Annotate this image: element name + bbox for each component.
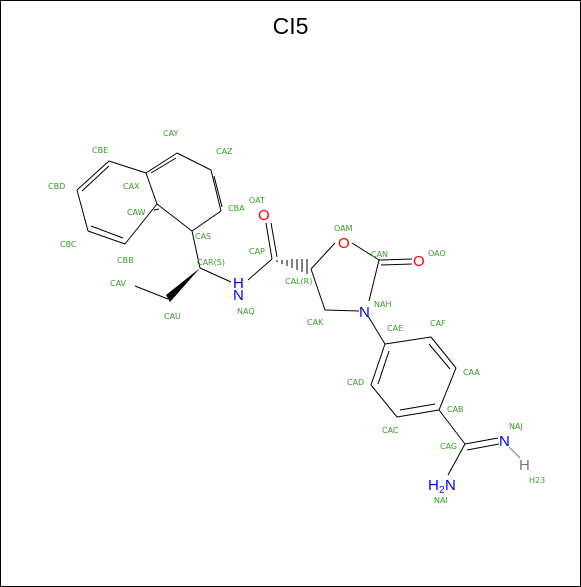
bond	[399, 403, 436, 411]
atom-label: CBB	[117, 256, 134, 265]
bond	[76, 189, 89, 232]
atom-label: CBD	[48, 182, 65, 191]
bond	[396, 409, 440, 418]
atom-label: NAH	[374, 300, 391, 309]
atom-label: OAM	[334, 224, 353, 233]
bond	[310, 242, 336, 270]
atom-label: CAG	[440, 442, 457, 451]
bond	[370, 384, 398, 418]
atom-label: NAJ	[509, 422, 523, 431]
oxygen-ring: O	[338, 235, 350, 252]
bond	[145, 152, 178, 174]
bond	[156, 203, 193, 232]
atom-label: H23	[529, 476, 545, 485]
hydrogen-imine: H	[519, 457, 530, 474]
atom-label: CBC	[60, 240, 77, 249]
bond	[428, 343, 451, 370]
nitrogen-imine: N	[499, 433, 510, 450]
bond	[464, 437, 499, 445]
atom-label: CAP	[249, 247, 265, 256]
atom-label: CAB	[447, 405, 464, 414]
bond	[377, 350, 390, 385]
atom-label: CAE	[387, 324, 403, 333]
atom-label: CAD	[347, 378, 364, 387]
atom-label: CAY	[163, 129, 178, 138]
atom-label: CBA	[228, 204, 245, 213]
bond	[199, 267, 232, 283]
bond	[150, 157, 177, 174]
bond	[351, 242, 380, 261]
bond	[508, 446, 521, 459]
atom-labels: CAY CAZ CBE CAX CBD CAW CBA OAT CAS CBC …	[48, 129, 545, 505]
atom-label: CAC	[382, 426, 399, 435]
bond	[213, 175, 223, 208]
atom-label: CAW	[127, 208, 146, 217]
atom-label: CAX	[123, 182, 140, 191]
bond	[380, 263, 413, 266]
atom-label: CAU	[164, 312, 181, 321]
atom-label: CAS	[195, 232, 211, 241]
bond	[108, 160, 147, 174]
atom-label: CBE	[92, 146, 108, 155]
hydrogen-amine: H	[428, 477, 439, 494]
bond	[124, 203, 158, 245]
bond	[81, 165, 110, 192]
amine-subscript: 2	[439, 485, 445, 496]
bond	[90, 225, 124, 239]
heteroatom-symbols: O O O N H N N H H 2 N	[233, 207, 530, 496]
hydrogen-amide: H	[233, 275, 244, 292]
nitrogen-amide: N	[233, 287, 244, 304]
bond	[447, 443, 466, 476]
bond	[270, 222, 278, 258]
bond	[76, 160, 110, 191]
bond	[370, 343, 386, 386]
atom-label: OAO	[428, 249, 446, 258]
atom-label: CAF	[430, 319, 446, 328]
bonds	[76, 152, 521, 476]
bond	[176, 152, 212, 171]
molecule-title: CI5	[272, 13, 309, 39]
bond	[87, 230, 126, 245]
atom-label: OAT	[249, 196, 265, 205]
atom-label: CAK	[307, 318, 324, 327]
bond	[324, 309, 360, 312]
bond	[191, 210, 222, 232]
bond	[265, 222, 273, 260]
oxygen-keto: O	[413, 253, 425, 270]
wedge-bond	[166, 268, 200, 302]
oxygen-carbonyl: O	[258, 207, 270, 224]
bond	[145, 172, 158, 205]
bond	[384, 336, 432, 345]
atom-label: CAN	[371, 250, 388, 259]
atom-label: NAQ	[237, 307, 255, 316]
bond	[378, 258, 413, 261]
bond	[438, 367, 457, 411]
bond	[210, 169, 222, 212]
bond	[367, 315, 386, 345]
bond	[247, 258, 273, 281]
bond	[191, 230, 201, 269]
atom-label: CAZ	[216, 147, 233, 156]
bond	[310, 268, 326, 311]
bond	[153, 208, 160, 211]
bond	[430, 336, 457, 369]
bond	[368, 259, 380, 302]
atom-label: CAA	[463, 368, 480, 377]
atom-label: CAR(S)	[197, 258, 225, 267]
bond	[438, 409, 466, 445]
atom-label: CAV	[110, 279, 127, 288]
hashed-bond	[276, 259, 308, 274]
atom-label: NAI	[434, 496, 448, 505]
bond	[466, 443, 500, 451]
bond	[134, 285, 169, 300]
atom-label: CAL(R)	[285, 277, 312, 286]
nitrogen-ring: N	[359, 304, 370, 321]
nitrogen-amine: N	[445, 477, 456, 494]
